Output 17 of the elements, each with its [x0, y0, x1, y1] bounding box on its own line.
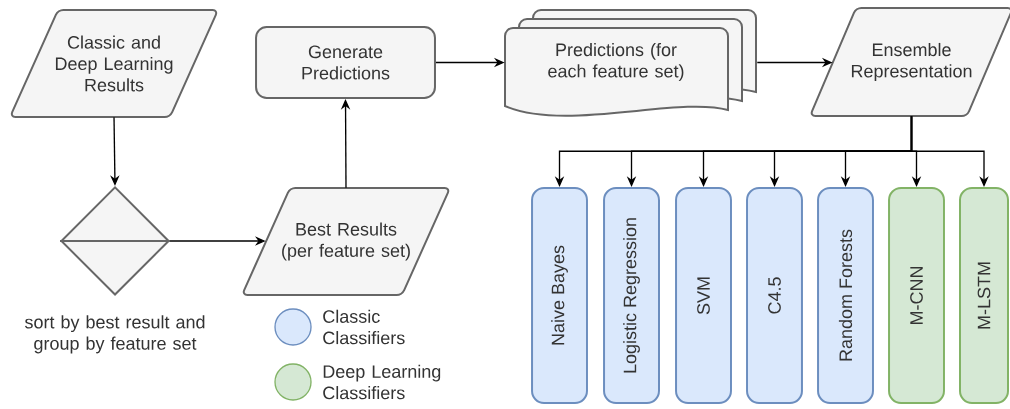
node-caption: sort by best result and group by feature set	[24, 315, 205, 354]
classifier-box: M-CNN	[888, 187, 945, 404]
data-parallelogram: Classic and Deep Learning Results	[10, 9, 218, 118]
data-parallelogram: Ensemble Representation	[810, 7, 1010, 117]
classifier-box: SVM	[675, 187, 732, 404]
data-parallelogram: Best Results (per feature set)	[242, 187, 450, 296]
legend-label: Classic Classifiers	[323, 309, 405, 345]
process-box: Generate Predictions	[255, 26, 436, 99]
arrow	[910, 115, 989, 187]
classifier-box: Logistic Regression	[603, 187, 660, 404]
decision-diamond	[59, 186, 171, 296]
document-stack: Predictions (for each feature set)	[504, 9, 757, 117]
classifier-box: Naive Bayes	[531, 187, 588, 404]
classifier-box: C4.5	[746, 187, 803, 404]
legend-label: Deep Learning Classifiers	[323, 364, 441, 400]
classifier-box: Random Forests	[817, 187, 874, 404]
classifier-box: M-LSTM	[959, 187, 1009, 404]
